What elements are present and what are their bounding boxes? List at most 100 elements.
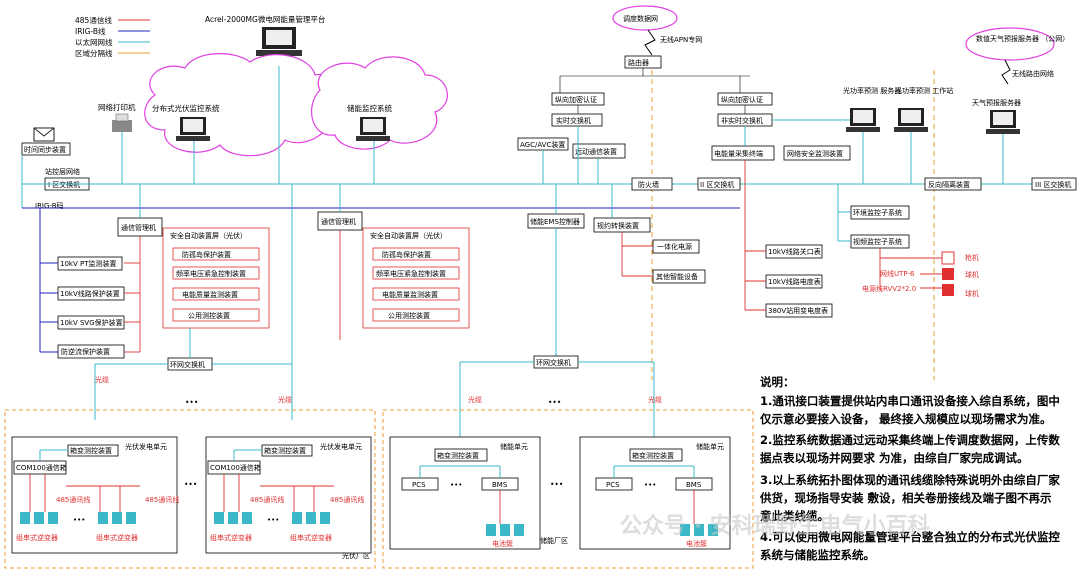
pv-unit-2-inv-label-b: 组串式逆变器	[290, 533, 332, 542]
safety-panel-mid-title: 安全自动装置屏（光伏）	[370, 231, 447, 240]
weather-cloud	[965, 27, 1055, 61]
agc-label: AGC/AVC装置	[520, 140, 565, 149]
meter-0	[765, 244, 823, 259]
storage-unit-1-battery-label: 电池簇	[492, 539, 513, 548]
pv-unit-2-title: 光伏发电单元	[320, 442, 362, 451]
notes-line-6: 意此类线缆。	[760, 509, 829, 523]
pv-unit-1-485-label-b: 485通讯线	[145, 495, 179, 504]
legend-label-485: 485通信线	[75, 15, 112, 25]
pv-unit-1-box-label: 箱变测控装置	[70, 446, 112, 455]
camera-icon	[941, 251, 955, 265]
safety-mid-item-0	[372, 247, 460, 261]
switch3-label: III 区交换机	[1035, 180, 1071, 189]
storage-unit-2-battery-label: 电池簇	[686, 539, 707, 548]
firewall-box	[631, 177, 673, 191]
legend-label-divider: 区域分隔线	[75, 48, 113, 58]
meter-1	[765, 274, 823, 289]
comm-mgr-mid-label: 通信管理机	[321, 217, 356, 226]
safety-mid-item-3	[372, 308, 460, 322]
pv-unit-1-dots: •••	[73, 516, 85, 524]
weather-server-label: 天气预报服务器	[972, 98, 1021, 107]
ems-label: 储能EMS控制器	[530, 217, 580, 226]
rt-switch-label: 实时交换机	[556, 116, 591, 125]
weather-server-computer-icon	[986, 110, 1020, 134]
notes-line-1: 仅示意必要接入设备， 最终接入规模应以现场需求为准。	[759, 412, 1052, 426]
auth1-label: 纵向加密认证	[555, 95, 597, 104]
inverter-icon	[320, 512, 330, 524]
apn-label: 无线APN专网	[660, 35, 702, 44]
storage-unit-1-pcs-label: PCS	[412, 481, 426, 489]
storage-unit-1-dots: •••	[450, 481, 462, 489]
battery-icon	[500, 524, 510, 536]
safety-mid-item-3-label: 公用测控装置	[388, 311, 430, 320]
dispatch-cloud-label: 调度数据网	[623, 14, 658, 23]
storage-unit-2-dots: •••	[644, 481, 656, 489]
envelope-icon	[33, 127, 55, 142]
inverter-icon	[48, 512, 58, 524]
forecast-ws-label: 光功率预测 工作站	[895, 86, 953, 95]
left-device-2-label: 10kV SVG保护装置	[60, 318, 123, 327]
pv-unit-2-com-label: COM100通信箱	[210, 463, 261, 472]
legend: 485通信线 IRIG-B线 以太网网线 区域分隔线	[75, 15, 150, 58]
pv-unit-1-inv-label-b: 组串式逆变器	[96, 533, 138, 542]
battery-icon	[680, 524, 690, 536]
inverter-icon	[214, 512, 224, 524]
printer-label: 网络打印机	[98, 102, 136, 112]
protocol-item-1	[652, 269, 706, 284]
battery-icon	[486, 524, 496, 536]
notes-title: 说明：	[760, 375, 795, 389]
platform-computer-icon	[256, 27, 302, 56]
notes-line-3: 据点表以现场并网要求 为准，由综自厂家完成调试。	[760, 451, 1029, 465]
cam1-label: 枪机	[965, 253, 979, 262]
inverter-icon	[242, 512, 252, 524]
protocol-item-0-label: 一体化电源	[657, 242, 692, 251]
safety-left-item-2-label: 电能质量监测装置	[182, 290, 238, 299]
cable-utp-label: 网线UTP-6	[880, 269, 915, 278]
inverter-icon	[228, 512, 238, 524]
storage-unit-2-title: 储能单元	[696, 442, 724, 451]
storage-unit-2-box	[629, 448, 683, 462]
pv-units-dots: •••	[184, 480, 197, 489]
pv-area-label: 光伏厂区	[342, 551, 370, 560]
safety-left-item-0	[172, 247, 260, 261]
safety-mid-item-2-label: 电能质量监测装置	[382, 290, 438, 299]
safety-mid-item-2	[372, 287, 460, 301]
storage-unit-2-pcs-label: PCS	[606, 481, 620, 489]
dots-ring-right: •••	[548, 398, 561, 407]
ring-switch-right-label: 环网交换机	[536, 358, 571, 367]
cam2-label: 球机	[965, 270, 979, 279]
isolation-label: 反向隔离装置	[928, 180, 970, 189]
netsec-box	[783, 145, 851, 161]
pv-unit-1-inv-label-a: 组串式逆变器	[16, 533, 58, 542]
pv-monitor-label: 分布式光伏监控系统	[152, 103, 220, 113]
notes-line-0: 1.通讯接口装置提供站内串口通讯设备接入综自系统，图中	[760, 394, 1060, 408]
dots-ring-left: •••	[185, 398, 198, 407]
energy-term-box	[711, 145, 775, 161]
cable-power-label: 电源线RVV2*2.0	[862, 284, 916, 293]
rt-switch-box	[551, 113, 603, 127]
meter-1-label: 10kV线路电度表	[768, 277, 821, 286]
time-sync-box	[21, 142, 71, 156]
storage-unit-1-box	[434, 448, 488, 462]
forecast-server-text: 光功率预测 服务器	[843, 86, 901, 95]
safety-left-item-3-label: 公用测控装置	[188, 311, 230, 320]
safety-mid-item-1-label: 频率电压紧急控制装置	[376, 269, 446, 278]
safety-panel-left-title: 安全自动装置屏（光伏）	[170, 231, 247, 240]
notes-line-8: 系统与储能监控系统。	[760, 548, 875, 562]
weather-router-label: 无线路由网络	[1012, 69, 1054, 78]
inverter-icon	[292, 512, 302, 524]
notes-line-5: 供货，现场指导安装 敷设，相关卷册接线及端子图不再示	[759, 491, 1052, 505]
protocol-item-0	[652, 239, 700, 254]
time-sync-label: 时间同步装置	[24, 145, 66, 154]
forecast-ws-text: 光功率预测 工作站	[895, 86, 953, 95]
inverter-icon	[126, 512, 136, 524]
platform-title: Acrel-2000MG微电网能量管理平台	[205, 14, 325, 24]
storage-monitor-label: 储能监控系统	[347, 103, 392, 113]
notes-line-7: 4.可以使用微电网能量管理平台整合独立的分布式光伏监控	[760, 530, 1060, 544]
remote-label: 远动通信装置	[575, 147, 617, 156]
pv-unit-2: 光伏发电单元 箱变测控装置 COM100通信箱 485通讯线 485通讯线 ••…	[205, 436, 372, 554]
inverter-icon	[306, 512, 316, 524]
storage-cloud	[311, 56, 448, 150]
switch2-label: II 区交换机	[700, 180, 734, 189]
